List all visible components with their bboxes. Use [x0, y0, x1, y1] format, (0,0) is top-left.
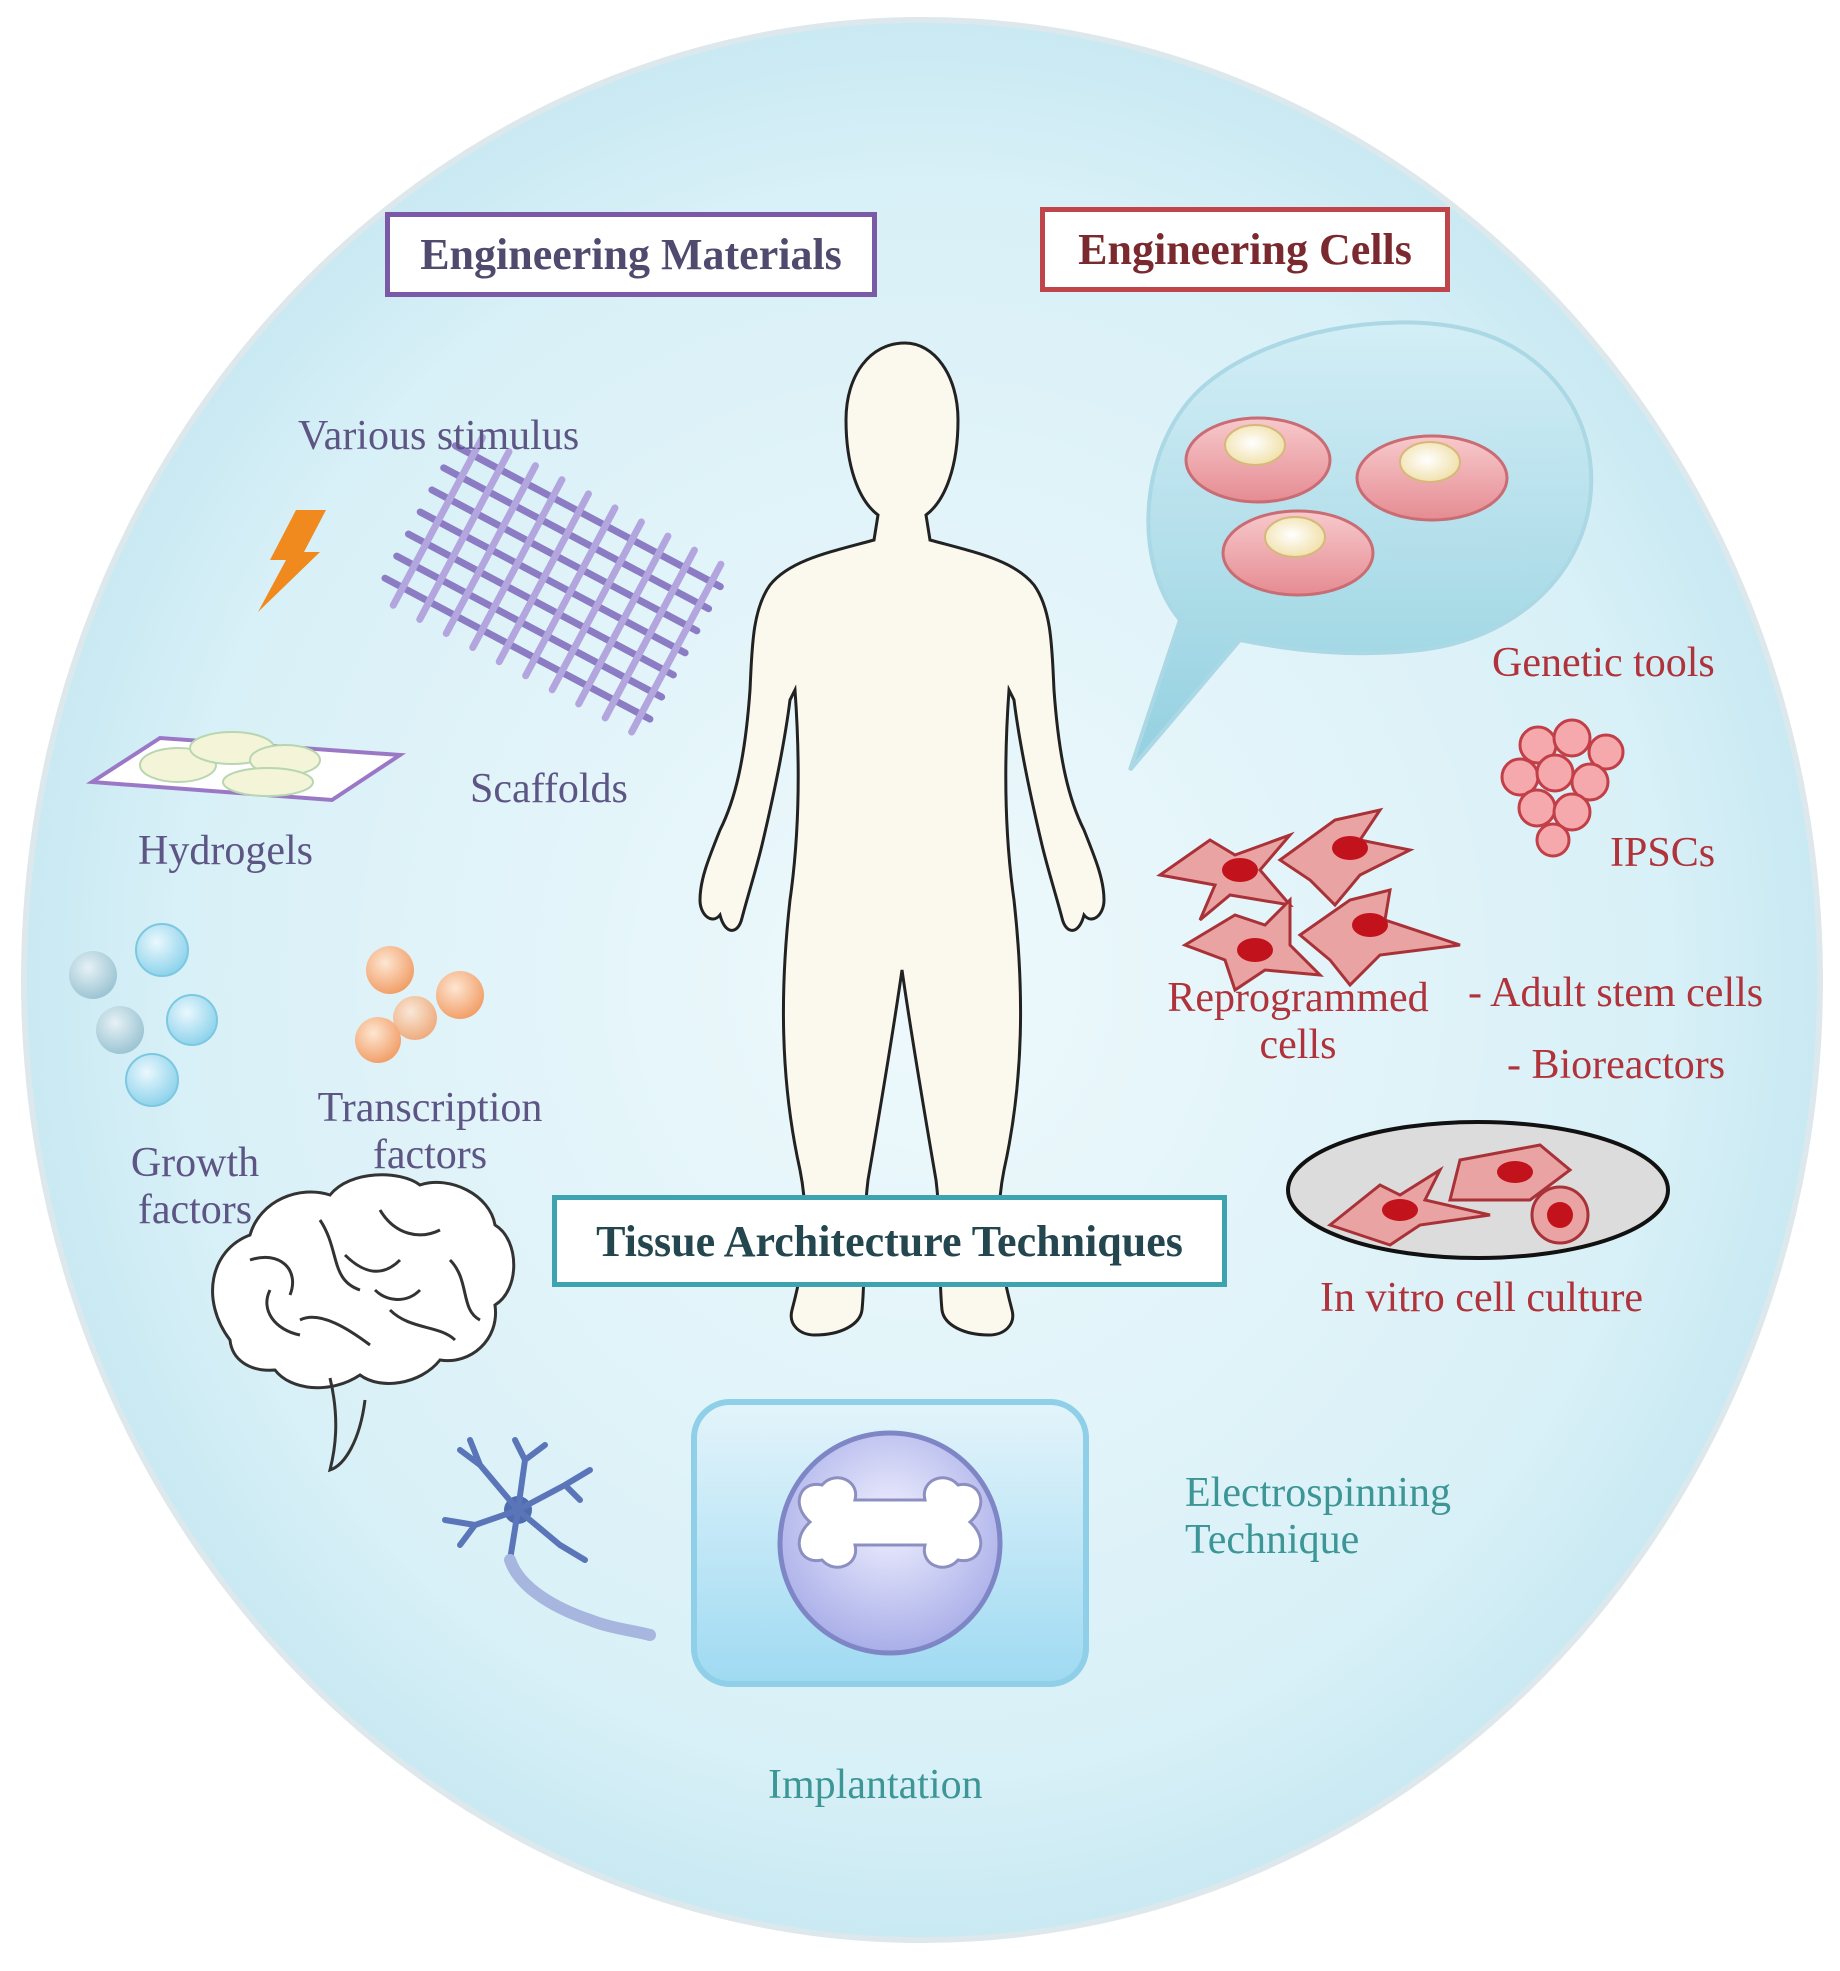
reprogrammed-cells-line1: Reprogrammed: [1167, 975, 1429, 1021]
transcription-factors-line1: Transcription: [317, 1085, 543, 1131]
growth-factors-line2: factors: [137, 1187, 253, 1234]
adult-stem-cells-label: - Adult stem cells: [1468, 970, 1764, 1016]
ipsc-cluster-icon: [1500, 718, 1625, 858]
growth-factor-spheres-icon: [69, 923, 218, 1107]
hydrogels-label: Hydrogels: [138, 828, 313, 874]
scaffolds-label: Scaffolds: [470, 766, 628, 812]
engineering-materials-header: Engineering Materials: [385, 212, 877, 297]
electrospinning-line2: Technique: [1185, 1517, 1360, 1564]
implant-box-icon: [691, 1399, 1089, 1687]
reprogrammed-cells-line2: cells: [1259, 1022, 1337, 1069]
in-vitro-cell-culture-label: In vitro cell culture: [1320, 1275, 1644, 1321]
implantation-label: Implantation: [768, 1762, 983, 1808]
electrospinning-line1: Electrospinning: [1185, 1470, 1451, 1516]
scaffold-grid-icon: [381, 434, 725, 736]
engineering-materials-label: Engineering Materials: [420, 230, 842, 279]
hydrogel-dish-icon: [85, 731, 407, 803]
reprogrammed-cells-icon: [1156, 807, 1461, 993]
reprogrammed-cells-label: Reprogrammed cells: [1148, 975, 1448, 1069]
petri-dish-icon: [1286, 1120, 1670, 1260]
transcription-factors-label: Transcription factors: [295, 1085, 565, 1179]
neuron-icon: [442, 1437, 656, 1641]
growth-factors-label: Growth factors: [100, 1140, 290, 1234]
human-silhouette-icon: [698, 341, 1106, 1337]
tissue-architecture-label: Tissue Architecture Techniques: [596, 1216, 1183, 1266]
engineering-cells-header: Engineering Cells: [1040, 207, 1450, 292]
engineering-cells-label: Engineering Cells: [1078, 225, 1412, 274]
ipscs-label: IPSCs: [1610, 830, 1716, 876]
transcription-factor-spheres-icon: [355, 946, 484, 1063]
bioreactors-label: - Bioreactors: [1507, 1042, 1726, 1088]
growth-factors-line1: Growth: [130, 1140, 260, 1186]
tissue-architecture-header: Tissue Architecture Techniques: [552, 1195, 1227, 1287]
lightning-icon: [258, 510, 326, 612]
electrospinning-technique-label: Electrospinning Technique: [1185, 1470, 1451, 1564]
genetic-tools-label: Genetic tools: [1492, 640, 1715, 686]
cell-bubble-icon: [1128, 320, 1594, 772]
various-stimulus-label: Various stimulus: [298, 413, 580, 459]
bone-icon: [797, 1476, 983, 1569]
transcription-factors-line2: factors: [372, 1132, 488, 1179]
brain-icon: [211, 1173, 516, 1473]
